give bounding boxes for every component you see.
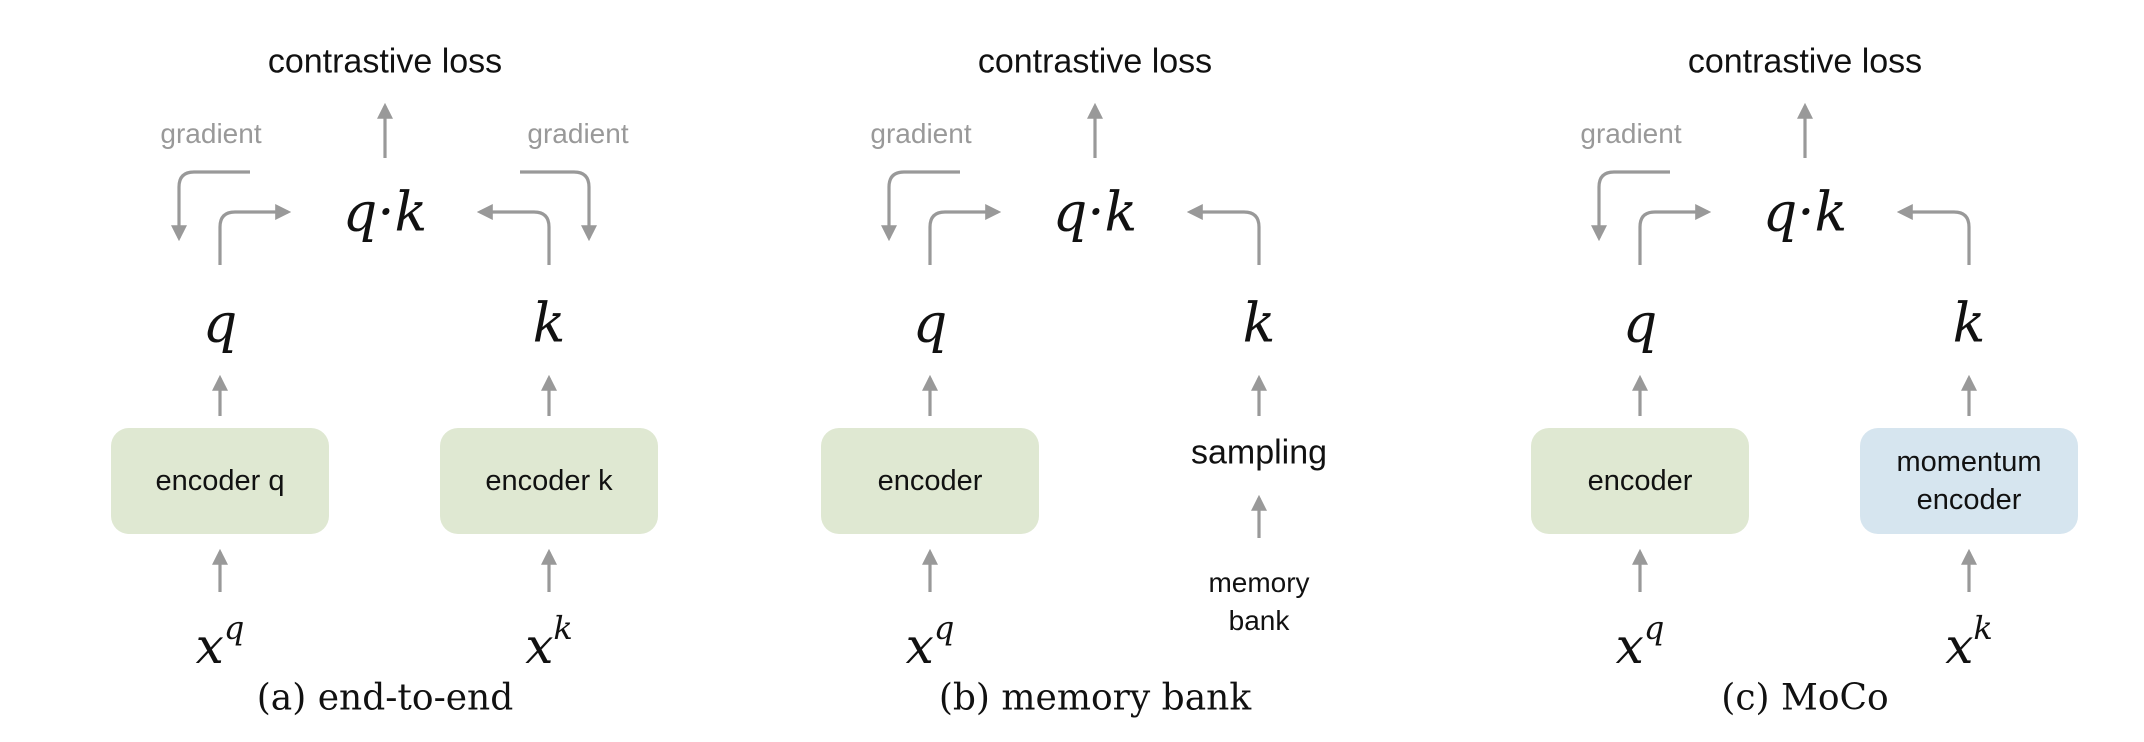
gradient-arrow-right (520, 170, 597, 242)
input-xq: xq (195, 609, 245, 675)
encoder-box: encoder (1531, 428, 1749, 534)
panel-a-arrows (171, 102, 597, 592)
gradient-label-left: gradient (1580, 118, 1682, 149)
momentum-encoder-box: momentum encoder (1860, 428, 2078, 534)
gradient-label-left: gradient (160, 118, 262, 149)
query-variable: q (912, 291, 948, 355)
key-variable: k (1242, 291, 1276, 355)
panel-b-arrows (881, 102, 1267, 592)
input-xq: xq (1615, 609, 1665, 675)
key-variable: k (1952, 291, 1986, 355)
gradient-label-left: gradient (870, 118, 972, 149)
panel-memory-bank: contrastive loss gradient q·k q k encode… (710, 0, 1424, 742)
gradient-arrow-left (881, 170, 960, 242)
gradient-arrow-left (171, 170, 250, 242)
arrow-q-to-product (218, 204, 292, 265)
caption-memory-bank: (b) memory bank (938, 677, 1252, 719)
similarity-product: q·k (1762, 180, 1848, 244)
arrow-k-to-product (476, 204, 551, 265)
gradient-arrow-left (1591, 170, 1670, 242)
contrastive-loss-title: contrastive loss (1687, 42, 1923, 81)
input-xk: xk (1945, 609, 1993, 675)
encoder-k-box: encoder k (440, 428, 658, 534)
input-xk: xk (525, 609, 573, 675)
query-variable: q (202, 291, 238, 355)
arrow-q-to-product (928, 204, 1002, 265)
query-variable: q (1622, 291, 1658, 355)
input-xq: xq (905, 609, 955, 675)
panel-c-arrows (1591, 102, 1977, 592)
memory-bank-label: memory bank (1208, 567, 1310, 636)
panel-moco: contrastive loss gradient q·k q k encode… (1420, 0, 2134, 742)
arrow-q-to-product (1638, 204, 1712, 265)
arrow-k-to-product (1186, 204, 1261, 265)
key-variable: k (532, 291, 566, 355)
encoder-box: encoder (821, 428, 1039, 534)
panel-end-to-end: contrastive loss gradient gradient q·k q… (0, 0, 714, 742)
gradient-label-right: gradient (527, 118, 629, 149)
sampling-label: sampling (1190, 433, 1328, 472)
contrastive-loss-title: contrastive loss (977, 42, 1213, 81)
caption-end-to-end: (a) end-to-end (256, 677, 514, 719)
arrow-k-to-product (1896, 204, 1971, 265)
similarity-product: q·k (1052, 180, 1138, 244)
encoder-q-box: encoder q (111, 428, 329, 534)
contrastive-loss-title: contrastive loss (267, 42, 503, 81)
similarity-product: q·k (342, 180, 428, 244)
caption-moco: (c) MoCo (1721, 677, 1889, 719)
